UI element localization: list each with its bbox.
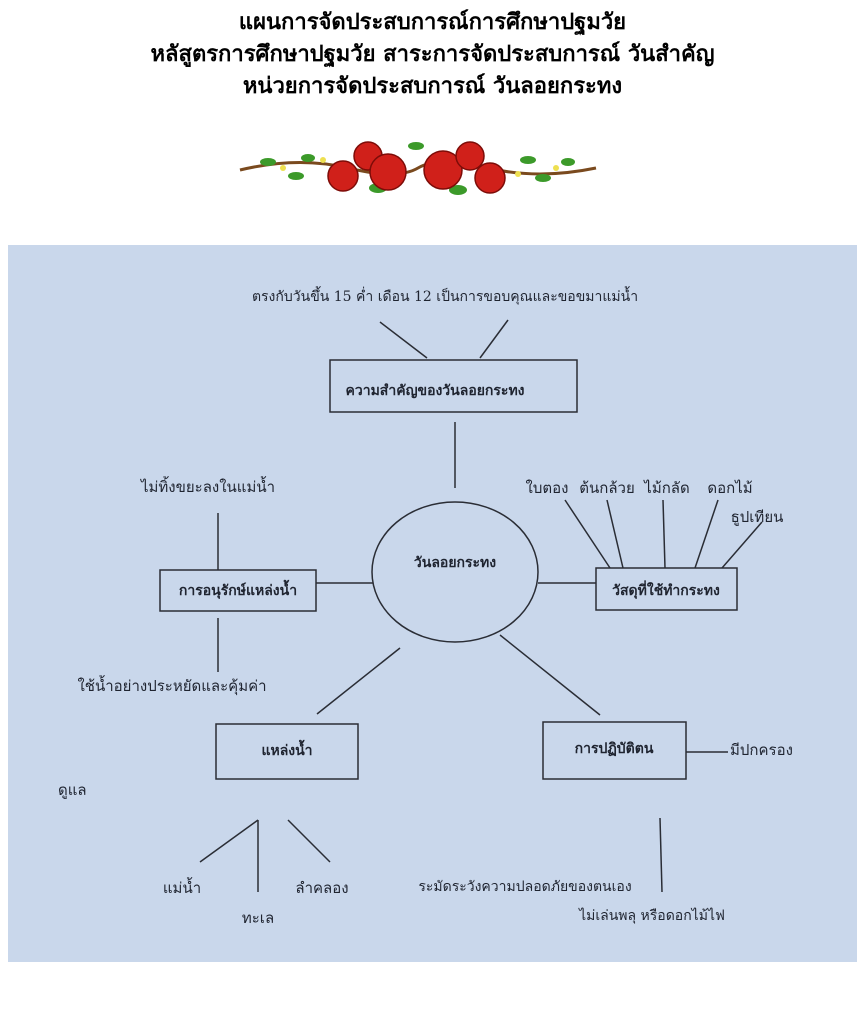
material-item: ธูปเทียน <box>730 508 784 526</box>
conservation-item: ไม่ทิ้งขยะลงในแม่น้ำ <box>140 478 276 496</box>
material-item: ดอกไม้ <box>707 479 753 497</box>
water-item: ลำคลอง <box>295 879 349 897</box>
importance-note: ตรงกับวันขึ้น 15 ค่ำ เดือน 12 เป็นการขอบ… <box>251 289 639 305</box>
conservation-label: การอนุรักษ์แหล่งน้ำ <box>178 583 298 599</box>
center-label: วันลอยกระทง <box>413 555 497 571</box>
material-item: ไม้กลัด <box>644 479 690 497</box>
center-ellipse <box>371 501 539 643</box>
water-item: ทะเล <box>241 909 275 927</box>
conduct-item: มีปกครอง <box>730 741 793 759</box>
water-box <box>215 723 359 780</box>
water-sources-label: แหล่งน้ำ <box>261 743 313 759</box>
conduct-box <box>542 721 687 780</box>
importance-box <box>329 359 578 413</box>
rose-garland-decoration <box>239 141 597 195</box>
material-item: ต้นกล้วย <box>579 479 635 497</box>
header-line-1: แผนการจัดประสบการณ์การศึกษาปฐมวัย <box>238 10 627 35</box>
conduct-item: ไม่เล่นพลุ หรือดอกไม้ไฟ <box>579 908 725 924</box>
materials-label: วัสดุที่ใช้ทำกระทง <box>612 583 720 599</box>
conservation-box <box>159 569 317 612</box>
conduct-item: ระมัดระวังความปลอดภัยของตนเอง <box>418 879 632 895</box>
water-side-note: ดูแล <box>58 781 87 799</box>
header-line-2: หลัสูตรการศึกษาปฐมวัย สาระการจัดประสบการ… <box>150 42 715 67</box>
conservation-item: ใช้น้ำอย่างประหยัดและคุ้มค่า <box>77 677 267 695</box>
conduct-label: การปฏิบัติตน <box>574 741 654 757</box>
water-item: แม่น้ำ <box>162 879 202 897</box>
material-item: ใบตอง <box>525 479 569 497</box>
mindmap-photo <box>8 245 857 962</box>
header-line-3: หน่วยการจัดประสบการณ์ วันลอยกระทง <box>242 74 623 99</box>
importance-label: ความสำคัญของวันลอยกระทง <box>345 383 525 399</box>
materials-box <box>595 567 738 611</box>
